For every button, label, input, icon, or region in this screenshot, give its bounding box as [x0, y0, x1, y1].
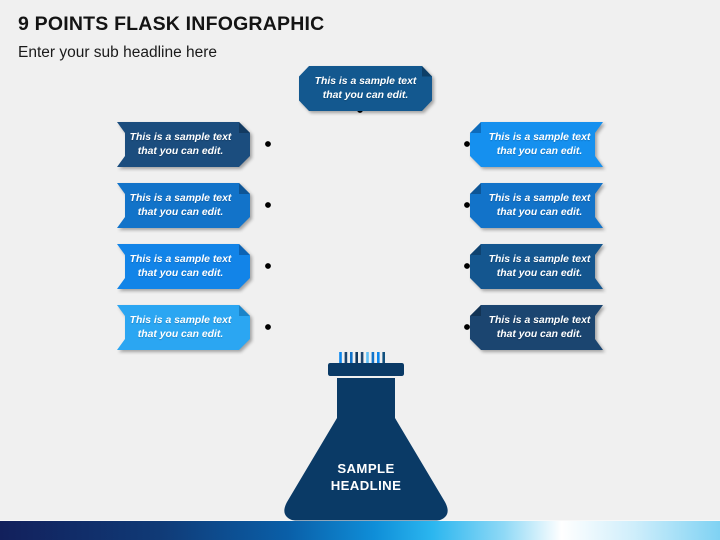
label-box-shape-right-2	[470, 183, 603, 228]
connector-left-1	[268, 144, 348, 368]
connector-left-2	[268, 205, 343, 368]
connectors-left-group	[268, 144, 348, 368]
connector-right-2	[378, 205, 467, 368]
label-box-left-2[interactable]: This is a sample text that you can edit.	[117, 183, 250, 228]
label-box-text: This is a sample text that you can edit.	[129, 131, 232, 157]
label-box-text: This is a sample text that you can edit.	[488, 131, 591, 157]
label-box-text: This is a sample text that you can edit.	[488, 192, 591, 218]
label-box-right-4[interactable]: This is a sample text that you can edit.	[470, 305, 603, 350]
label-box-fill	[299, 66, 432, 111]
label-box-left-3[interactable]: This is a sample text that you can edit.	[117, 244, 250, 289]
connector-right-3	[384, 266, 467, 368]
label-box-text: This is a sample text that you can edit.	[129, 192, 232, 218]
label-box-shape-left-4	[117, 305, 250, 350]
flask-collar	[328, 363, 404, 376]
label-box-left-4[interactable]: This is a sample text that you can edit.	[117, 305, 250, 350]
label-box-right-1[interactable]: This is a sample text that you can edit.	[470, 122, 603, 167]
label-box-text: This is a sample text that you can edit.	[488, 314, 591, 340]
connector-dot-left-4	[265, 324, 271, 330]
header-block: 9 POINTS FLASK INFOGRAPHIC Enter your su…	[18, 13, 325, 62]
label-box-text: This is a sample text that you can edit.	[129, 314, 232, 340]
connector-dot-right-3	[464, 263, 470, 269]
label-box-fill	[117, 183, 250, 228]
connector-dot-left-2	[265, 202, 271, 208]
label-box-top[interactable]: This is a sample text that you can edit.	[299, 66, 432, 111]
label-box-fill	[470, 122, 603, 167]
label-box-fold	[470, 183, 481, 194]
flask-headline: SAMPLE HEADLINE	[330, 461, 402, 493]
label-box-shape-right-1	[470, 122, 603, 167]
connector-left-3	[268, 266, 338, 368]
label-box-fill	[470, 183, 603, 228]
flask-body	[284, 378, 448, 521]
label-box-fill	[470, 305, 603, 350]
page-title: 9 POINTS FLASK INFOGRAPHIC	[18, 13, 325, 35]
connector-dot-right-2	[464, 202, 470, 208]
label-box-fold	[239, 122, 250, 133]
label-box-right-3[interactable]: This is a sample text that you can edit.	[470, 244, 603, 289]
bottom-bar-highlight	[0, 520, 720, 521]
connectors-right-group	[372, 144, 467, 368]
label-box-fold	[239, 305, 250, 316]
connector-dot-right-1	[464, 141, 470, 147]
label-box-shape-right-3	[470, 244, 603, 289]
connector-dot-right-4	[464, 324, 470, 330]
label-box-fold	[422, 66, 432, 77]
connector-left-4	[268, 327, 333, 368]
label-box-right-2[interactable]: This is a sample text that you can edit.	[470, 183, 603, 228]
label-box-fold	[470, 305, 481, 316]
label-box-fill	[470, 244, 603, 289]
connector-right-4	[390, 327, 467, 368]
label-box-fill	[117, 122, 250, 167]
label-box-shape-right-4	[470, 305, 603, 350]
label-box-fold	[239, 183, 250, 194]
label-box-text: This is a sample text that you can edit.	[314, 75, 417, 101]
connector-right-1	[372, 144, 467, 368]
label-box-text: This is a sample text that you can edit.	[129, 253, 232, 279]
label-box-fold	[239, 244, 250, 255]
label-box-shape-left-3	[117, 244, 250, 289]
label-box-left-1[interactable]: This is a sample text that you can edit.	[117, 122, 250, 167]
label-box-fold	[470, 244, 481, 255]
page-subtitle: Enter your sub headline here	[18, 44, 218, 62]
connector-dots-group	[265, 107, 470, 330]
label-box-fill	[117, 305, 250, 350]
label-box-fill	[117, 244, 250, 289]
label-box-shape-top	[299, 66, 432, 111]
bottom-gradient-bar	[0, 521, 720, 540]
label-box-text: This is a sample text that you can edit.	[488, 253, 591, 279]
label-box-fold	[470, 122, 481, 133]
label-box-shape-left-1	[117, 122, 250, 167]
label-box-shape-left-2	[117, 183, 250, 228]
connector-dot-left-3	[265, 263, 271, 269]
connector-dot-left-1	[265, 141, 271, 147]
